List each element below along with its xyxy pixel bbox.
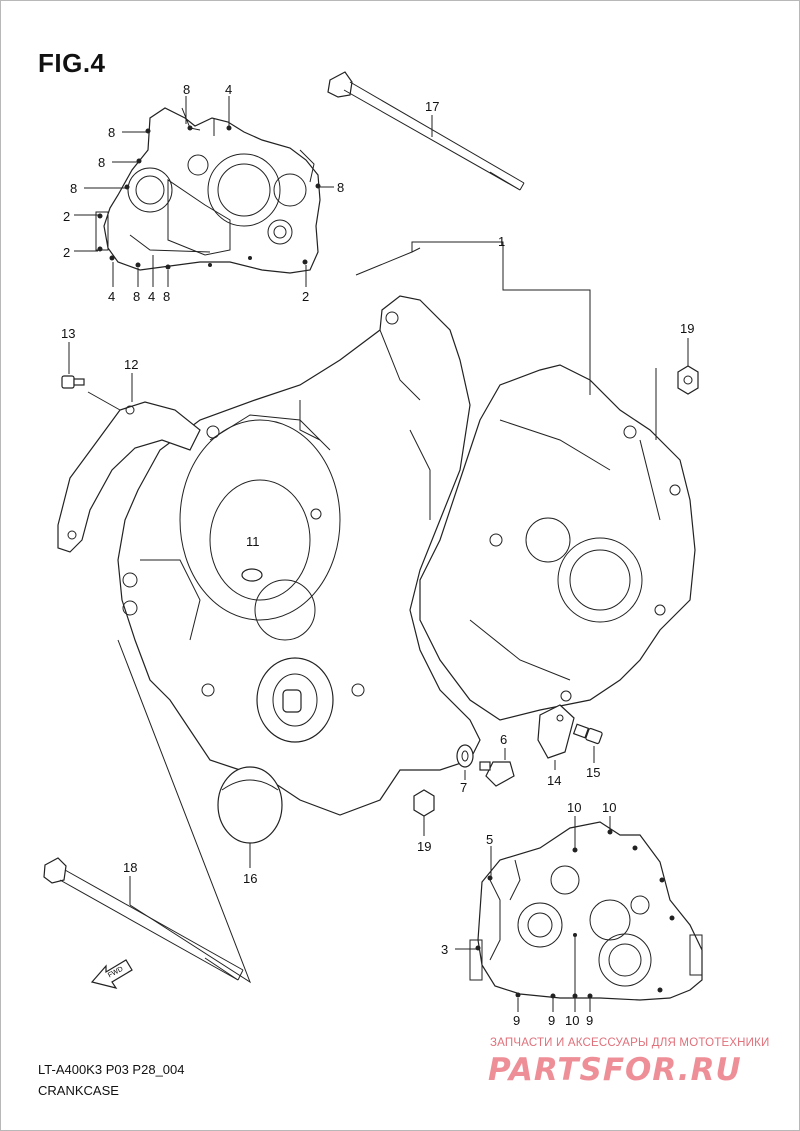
callout-10: 10 [602,800,616,815]
callout-12: 12 [124,357,138,372]
callout-11: 11 [246,534,260,549]
callout-8: 8 [133,289,140,304]
callout-9: 9 [586,1013,593,1028]
callout-18: 18 [123,860,137,875]
bracket-14 [537,704,575,770]
callout-2: 2 [302,289,309,304]
callout-9: 9 [513,1013,520,1028]
callout-8: 8 [183,82,190,97]
callout-17: 17 [425,99,439,114]
callout-9: 9 [548,1013,555,1028]
assembly-name: CRANKCASE [38,1083,119,1098]
callout-4: 4 [225,82,232,97]
figure-title: FIG.4 [38,48,106,78]
bolt-15 [572,723,603,763]
callout-10: 10 [567,800,581,815]
watermark-logo: PARTSFOR.RU [488,1052,742,1088]
callout-19: 19 [417,839,431,854]
left-case-detail [74,96,334,287]
callout-16: 16 [243,871,257,886]
callout-2: 2 [63,245,70,260]
callout-7: 7 [460,780,467,795]
callout-8: 8 [70,181,77,196]
callout-4: 4 [108,289,115,304]
model-code: LT-A400K3 P03 P28_004 [38,1062,185,1077]
long-bolt-17 [327,71,525,191]
main-crankcase [117,241,696,816]
callout-numbers: 1 2 2 2 3 4 4 4 5 6 7 8 8 8 8 8 8 8 9 9 … [61,82,694,1028]
callout-8: 8 [163,289,170,304]
callout-10: 10 [565,1013,579,1028]
callout-3: 3 [441,942,448,957]
oil-seal-16 [217,766,283,868]
callout-1: 1 [498,234,505,249]
nut-19-lower [413,789,435,836]
callout-8: 8 [98,155,105,170]
bolt-6 [479,748,515,787]
callout-8: 8 [337,180,344,195]
washer-7 [456,744,474,780]
nut-19-upper [655,338,699,440]
callout-2: 2 [63,209,70,224]
fwd-arrow-icon: FWD [90,959,133,989]
callout-15: 15 [586,765,600,780]
callout-5: 5 [486,832,493,847]
callout-14: 14 [547,773,561,788]
long-bolt-18 [43,639,252,984]
right-case-detail [455,816,703,1012]
callout-8: 8 [108,125,115,140]
bolt-13 [61,342,85,389]
callout-6: 6 [500,732,507,747]
gasket-12 [57,373,201,553]
watermark-tagline: ЗАПЧАСТИ И АКСЕССУАРЫ ДЛЯ МОТОТЕХНИКИ [490,1037,770,1049]
callout-13: 13 [61,326,75,341]
callout-4: 4 [148,289,155,304]
callout-19: 19 [680,321,694,336]
